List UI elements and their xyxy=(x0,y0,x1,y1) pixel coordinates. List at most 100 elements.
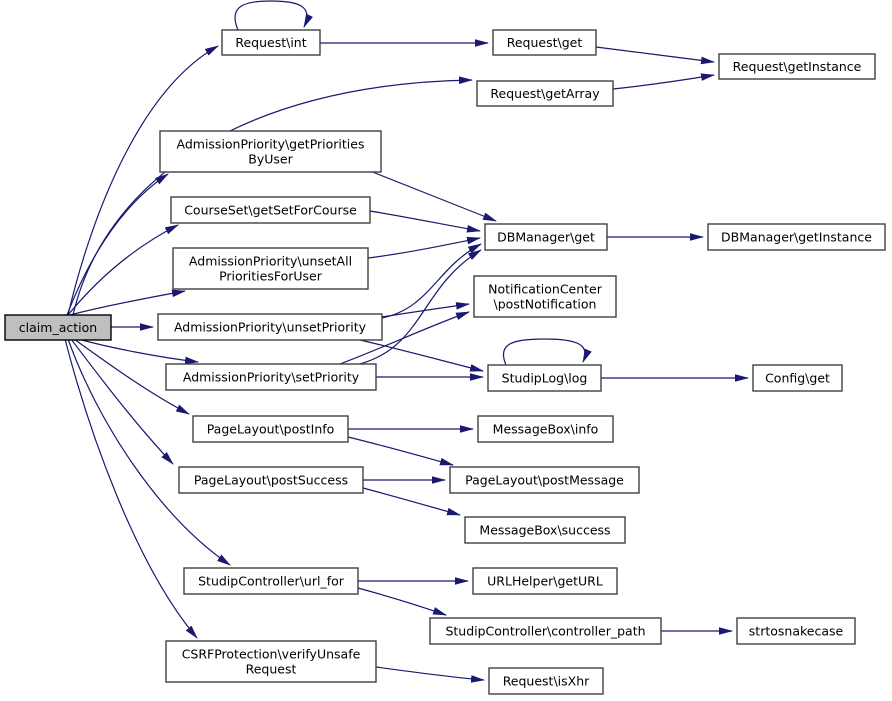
node-box-claim_action xyxy=(4,314,112,341)
edge-request_int-to-request_int xyxy=(234,0,314,31)
edge-pagelayout_postinfo-to-pagelayout_postmessage xyxy=(347,436,454,466)
node-box-config_get[interactable] xyxy=(752,364,843,392)
node-request_get[interactable]: Request\get xyxy=(492,29,597,56)
node-box-courseset_getsetforcourse[interactable] xyxy=(170,196,371,224)
node-messagebox_success[interactable]: MessageBox\success xyxy=(464,516,626,544)
node-label-admissionpriority_unsetallprioritiesforuser-line1: AdmissionPriority\unsetAll xyxy=(189,254,352,269)
node-label-messagebox_info: MessageBox\info xyxy=(493,422,599,437)
node-admissionpriority_unsetpriority[interactable]: AdmissionPriority\unsetPriority xyxy=(157,313,383,341)
edge-studipcontroller_url_for-to-studipcontroller_controller_path xyxy=(357,587,447,616)
node-label-dbmanager_getinstance: DBManager\getInstance xyxy=(721,230,872,245)
node-label-urlhelper_geturl: URLHelper\getURL xyxy=(487,574,603,589)
node-box-request_getarray[interactable] xyxy=(476,80,614,107)
node-studiplog_log[interactable]: StudipLog\log xyxy=(487,364,602,392)
node-box-admissionpriority_unsetallprioritiesforuser[interactable] xyxy=(172,247,369,290)
node-box-request_getinstance[interactable] xyxy=(718,53,876,80)
node-box-pagelayout_postmessage[interactable] xyxy=(449,466,640,494)
node-label-dbmanager_get: DBManager\get xyxy=(497,230,595,245)
node-label-studipcontroller_controller_path: StudipController\controller_path xyxy=(445,624,645,639)
edge-admissionpriority_unsetpriority-to-studiplog_log xyxy=(359,339,484,372)
node-label-pagelayout_postinfo: PageLayout\postInfo xyxy=(207,422,335,437)
edge-admissionpriority_unsetpriority-to-notificationcenter_postnotification xyxy=(381,302,470,318)
node-pagelayout_postmessage[interactable]: PageLayout\postMessage xyxy=(449,466,640,494)
node-box-admissionpriority_setpriority[interactable] xyxy=(165,363,377,391)
edge-claim_action-to-pagelayout_postsuccess xyxy=(70,338,174,465)
node-request_isxhr[interactable]: Request\isXhr xyxy=(488,667,604,695)
node-courseset_getsetforcourse[interactable]: CourseSet\getSetForCourse xyxy=(170,196,371,224)
node-label-notificationcenter_postnotification-line1: NotificationCenter xyxy=(488,282,603,297)
node-label-request_getinstance: Request\getInstance xyxy=(733,59,862,74)
node-dbmanager_get[interactable]: DBManager\get xyxy=(484,223,608,251)
node-label-csrfprotection_verifyunsaferequest-line2: Request xyxy=(246,662,297,677)
node-box-request_get[interactable] xyxy=(492,29,597,56)
node-box-strtosnakecase[interactable] xyxy=(736,617,856,645)
node-box-messagebox_info[interactable] xyxy=(477,415,614,443)
node-label-request_get: Request\get xyxy=(507,35,583,50)
node-pagelayout_postsuccess[interactable]: PageLayout\postSuccess xyxy=(178,466,364,494)
edge-claim_action-to-admissionpriority_getprioritiesbyuser xyxy=(66,173,169,316)
node-messagebox_info[interactable]: MessageBox\info xyxy=(477,415,614,443)
node-admissionpriority_setpriority[interactable]: AdmissionPriority\setPriority xyxy=(165,363,377,391)
edge-request_getarray-to-request_getinstance xyxy=(612,73,715,90)
node-request_getarray[interactable]: Request\getArray xyxy=(476,80,614,107)
node-box-admissionpriority_getprioritiesbyuser[interactable] xyxy=(159,130,382,173)
node-label-pagelayout_postmessage: PageLayout\postMessage xyxy=(465,473,624,488)
node-label-pagelayout_postsuccess: PageLayout\postSuccess xyxy=(194,473,348,488)
node-studipcontroller_url_for[interactable]: StudipController\url_for xyxy=(183,567,359,595)
node-box-studipcontroller_url_for[interactable] xyxy=(183,567,359,595)
node-box-messagebox_success[interactable] xyxy=(464,516,626,544)
edge-admissionpriority_unsetallprioritiesforuser-to-dbmanager_get xyxy=(367,236,481,259)
node-box-studiplog_log[interactable] xyxy=(487,364,602,392)
edge-request_get-to-request_getinstance xyxy=(595,46,715,65)
node-studipcontroller_controller_path[interactable]: StudipController\controller_path xyxy=(429,617,662,645)
node-label-request_getarray: Request\getArray xyxy=(490,86,600,101)
node-label-courseset_getsetforcourse: CourseSet\getSetForCourse xyxy=(184,203,357,218)
node-box-urlhelper_geturl[interactable] xyxy=(472,567,618,595)
node-label-strtosnakecase: strtosnakecase xyxy=(749,624,844,639)
node-box-pagelayout_postinfo[interactable] xyxy=(192,415,349,443)
edge-claim_action-to-pagelayout_postinfo xyxy=(73,338,190,415)
edge-claim_action-to-courseset_getsetforcourse xyxy=(67,224,179,316)
node-config_get[interactable]: Config\get xyxy=(752,364,843,392)
node-label-config_get: Config\get xyxy=(765,371,830,386)
node-urlhelper_geturl[interactable]: URLHelper\getURL xyxy=(472,567,618,595)
node-label-admissionpriority_getprioritiesbyuser-line2: ByUser xyxy=(248,152,293,167)
node-request_int[interactable]: Request\int xyxy=(221,29,321,56)
node-dbmanager_getinstance[interactable]: DBManager\getInstance xyxy=(707,223,886,251)
node-label-studiplog_log: StudipLog\log xyxy=(502,371,588,386)
node-request_getinstance[interactable]: Request\getInstance xyxy=(718,53,876,80)
edge-courseset_getsetforcourse-to-dbmanager_get xyxy=(369,210,481,233)
node-box-studipcontroller_controller_path[interactable] xyxy=(429,617,662,645)
node-strtosnakecase[interactable]: strtosnakecase xyxy=(736,617,856,645)
node-box-dbmanager_get[interactable] xyxy=(484,223,608,251)
edge-claim_action-to-request_int xyxy=(67,45,219,316)
node-notificationcenter_postnotification[interactable]: NotificationCenter\postNotification xyxy=(473,275,617,318)
node-label-admissionpriority_setpriority: AdmissionPriority\setPriority xyxy=(183,370,360,385)
node-box-notificationcenter_postnotification[interactable] xyxy=(473,275,617,318)
node-label-request_isxhr: Request\isXhr xyxy=(503,674,590,689)
edge-pagelayout_postsuccess-to-messagebox_success xyxy=(362,487,461,516)
edge-admissionpriority_setpriority-to-notificationcenter_postnotification xyxy=(339,311,470,365)
node-pagelayout_postinfo[interactable]: PageLayout\postInfo xyxy=(192,415,349,443)
edge-admissionpriority_getprioritiesbyuser-to-dbmanager_get xyxy=(369,170,497,222)
node-box-pagelayout_postsuccess[interactable] xyxy=(178,466,364,494)
edge-claim_action-to-admissionpriority_unsetallprioritiesforuser xyxy=(69,289,186,316)
node-box-request_isxhr[interactable] xyxy=(488,667,604,695)
node-box-dbmanager_getinstance[interactable] xyxy=(707,223,886,251)
edge-claim_action-to-admissionpriority_setpriority xyxy=(77,338,199,365)
edge-admissionpriority_unsetpriority-to-dbmanager_get xyxy=(381,243,482,319)
node-label-admissionpriority_unsetpriority: AdmissionPriority\unsetPriority xyxy=(174,320,367,335)
edge-claim_action-to-csrfprotection_verifyunsaferequest xyxy=(64,338,198,639)
node-box-admissionpriority_unsetpriority[interactable] xyxy=(157,313,383,341)
edge-studiplog_log-to-studiplog_log xyxy=(502,338,592,366)
node-admissionpriority_unsetallprioritiesforuser[interactable]: AdmissionPriority\unsetAllPrioritiesForU… xyxy=(172,247,369,290)
node-label-studipcontroller_url_for: StudipController\url_for xyxy=(198,574,345,589)
node-box-request_int[interactable] xyxy=(221,29,321,56)
node-label-csrfprotection_verifyunsaferequest-line1: CSRFProtection\verifyUnsafe xyxy=(182,647,361,662)
node-label-notificationcenter_postnotification-line2: \postNotification xyxy=(494,297,597,312)
node-box-csrfprotection_verifyunsaferequest[interactable] xyxy=(165,640,377,683)
